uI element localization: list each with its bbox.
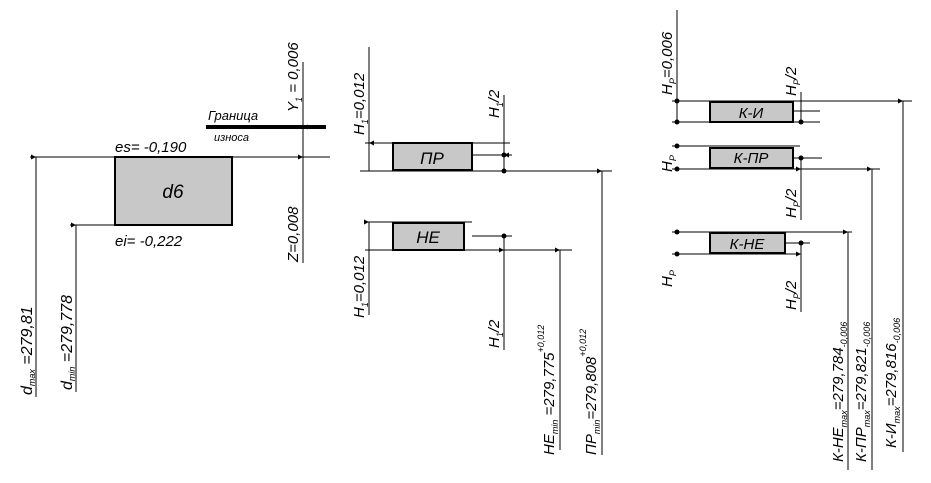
hp-mid-label: HP (659, 155, 678, 172)
z-label: Z=0,008 (285, 206, 302, 263)
pr-base-dot (501, 168, 507, 174)
kne-dot-bl (674, 251, 680, 257)
shaft-box-label: d6 (162, 182, 184, 203)
h1-half-bottom-label: H1/2 (486, 319, 505, 348)
y1-label: Y1 = 0,006 (285, 42, 304, 112)
pr-gauge-box (392, 142, 473, 171)
ki-max-label: К-Иmax=279,816-0,006 (883, 318, 902, 448)
shaft-tolerance-box (114, 156, 233, 226)
ne-gauge-label: НЕ (416, 228, 440, 247)
shaft-es-label: es= -0,190 (115, 139, 187, 156)
hp-half-3-label: HP/2 (783, 280, 802, 310)
dmin-label: dmin =279,778 (59, 295, 77, 390)
control-section: К-И HP=0,006 HP/2 К-ПР HP HP/2 (659, 10, 912, 470)
kne-gauge-box (709, 232, 786, 254)
wear-limit-label-1: Граница (208, 108, 258, 123)
shaft-section: d6 es= -0,190 ei= -0,222 Граница износа … (19, 42, 330, 397)
shaft-ei-label: ei= -0,222 (115, 233, 183, 250)
hp-top-label: HP=0,006 (659, 31, 678, 95)
kpr-gauge-label: К-ПР (734, 150, 769, 167)
h1-half-top-label: H1/2 (486, 89, 505, 118)
h1-top-label: H1=0,012 (351, 72, 370, 135)
ne-gauge-box (392, 222, 465, 251)
kpr-gauge-box (709, 147, 794, 169)
kpr-max-label: К-ПРmax=279,821-0,006 (853, 322, 872, 462)
hp-low-label: HP (659, 270, 678, 287)
gauge-section: ПР H1=0,012 H1/2 НЕ H1=0,012 H1/2 (351, 47, 612, 455)
kpr-dot-bl (674, 166, 680, 172)
ki-gauge-box (709, 101, 794, 123)
pr-gauge-label: ПР (420, 149, 444, 168)
kne-gauge-label: К-НЕ (730, 236, 766, 253)
kpr-dot-tl (674, 143, 680, 149)
ki-gauge-label: К-И (739, 105, 764, 122)
pr-mid-dot (501, 152, 507, 158)
h1-bottom-label: H1=0,012 (351, 255, 370, 318)
dmax-label: dmax =279,81 (19, 306, 37, 395)
kne-max-label: К-НЕmax=279,784-0,006 (830, 322, 849, 462)
hp-half-2-label: HP/2 (783, 188, 802, 218)
hp-half-1-label: HP/2 (783, 66, 802, 96)
ne-min-label: НЕmin =279,775+0,012 (536, 325, 560, 455)
kne-dot-tl (674, 229, 680, 235)
pr-min-label: ПРmin=279,808+0,012 (578, 329, 602, 455)
ne-mid-dot (501, 233, 507, 239)
wear-limit-label-2: износа (214, 132, 249, 144)
